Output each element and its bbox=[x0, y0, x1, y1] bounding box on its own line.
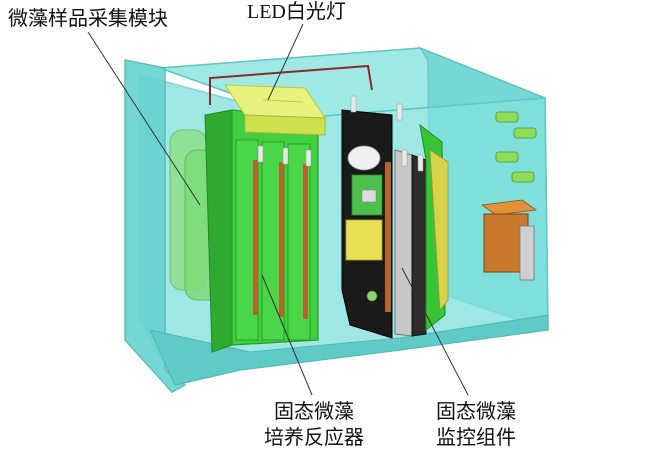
copper-strip-3 bbox=[303, 164, 308, 319]
leader-monitor bbox=[401, 267, 469, 396]
led-bar-front bbox=[244, 114, 326, 136]
label-culture-reactor-line2: 培养反应器 bbox=[264, 425, 364, 449]
connector-1 bbox=[495, 111, 519, 123]
housing-left-flange bbox=[124, 59, 187, 393]
copper-strip-2 bbox=[279, 162, 284, 317]
leader-led bbox=[267, 23, 304, 101]
label-monitoring-assembly-line2: 监控组件 bbox=[436, 425, 516, 449]
electrode-pin-1 bbox=[257, 145, 264, 163]
led-bar-divider bbox=[262, 99, 304, 103]
monitor-plate-silver bbox=[394, 149, 413, 337]
pcb-component-yellow bbox=[345, 219, 383, 261]
leader-sample-module bbox=[87, 31, 201, 206]
connector-4 bbox=[511, 171, 535, 183]
electrode-pin-2 bbox=[282, 147, 289, 165]
monitor-plate-dark bbox=[411, 154, 427, 337]
monitor-yellow-edge bbox=[429, 149, 449, 312]
pcb-pin-2 bbox=[396, 103, 403, 121]
housing-bottom-rail bbox=[149, 314, 549, 386]
transformer-bracket bbox=[519, 225, 535, 281]
monitor-pin-2 bbox=[417, 154, 424, 172]
pcb-capacitor bbox=[347, 145, 381, 171]
label-sample-collection-module: 微藻样品采集模块 bbox=[8, 6, 168, 30]
label-monitoring-assembly: 固态微藻 监控组件 bbox=[436, 398, 516, 450]
electrode-pin-3 bbox=[305, 149, 312, 167]
monitor-pin-1 bbox=[401, 149, 408, 167]
copper-strip-1 bbox=[253, 160, 258, 315]
connector-row bbox=[495, 111, 537, 183]
pcb-pin-1 bbox=[350, 95, 357, 113]
pcb-chip-white bbox=[361, 189, 377, 203]
pcb-dot bbox=[366, 290, 378, 302]
pcb-copper-strip bbox=[385, 162, 391, 312]
connector-2 bbox=[513, 127, 537, 139]
label-monitoring-assembly-line1: 固态微藻 bbox=[436, 399, 516, 423]
leader-reactor bbox=[261, 274, 313, 396]
label-led-white-light: LED白光灯 bbox=[247, 1, 346, 23]
label-culture-reactor-line1: 固态微藻 bbox=[274, 399, 354, 423]
transformer-top bbox=[480, 199, 538, 216]
label-culture-reactor: 固态微藻 培养反应器 bbox=[264, 398, 364, 450]
connector-3 bbox=[495, 151, 519, 163]
led-wire bbox=[209, 64, 373, 105]
